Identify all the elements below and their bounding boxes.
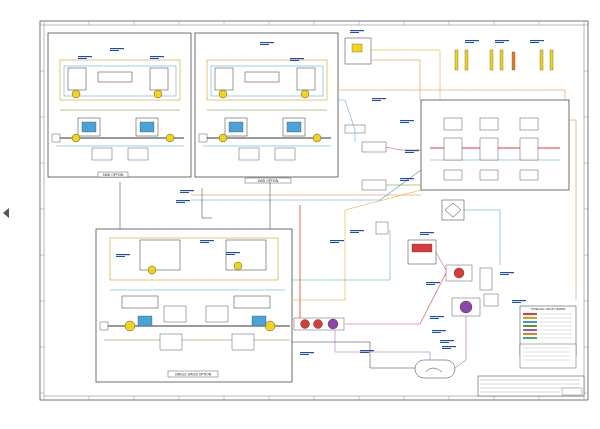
- component-tag: [432, 332, 441, 333]
- component-tag: [400, 178, 414, 180]
- component-tag: [465, 40, 479, 42]
- component-tag: [500, 274, 509, 275]
- component-tag: [176, 202, 185, 203]
- component-tag: [430, 316, 444, 318]
- legend-block: HYDRAULIC CIRCUIT LEGEND: [519, 305, 577, 369]
- component-tag: [420, 234, 429, 235]
- grid-reference-ticks: [40, 21, 588, 400]
- legend-header: HYDRAULIC CIRCUIT LEGEND: [531, 308, 566, 311]
- component-tag: [512, 302, 521, 303]
- component-tag: [530, 42, 539, 43]
- component-tag: [300, 354, 309, 355]
- hydraulic-lines: [119, 49, 577, 369]
- component-tag: [442, 346, 456, 348]
- component-tag: [495, 40, 509, 42]
- component-tag: [430, 318, 439, 319]
- component-tag: [512, 300, 526, 302]
- component-tag: [260, 44, 269, 45]
- panel-top-middle-caption: 4WD OPTION: [258, 179, 279, 183]
- component-tag: [200, 242, 209, 243]
- component-tag: [372, 100, 381, 101]
- component-tag: [300, 352, 314, 354]
- component-tag: [290, 60, 299, 61]
- component-tag: [400, 120, 414, 122]
- reservoir-tank: [414, 359, 456, 379]
- component-tag: [400, 122, 409, 123]
- main-control-valve-bank: [420, 99, 570, 191]
- component-tag: [200, 240, 214, 242]
- title-block: [477, 375, 585, 397]
- component-tag: [420, 232, 434, 234]
- component-tag: [330, 242, 339, 243]
- component-tag: [500, 272, 514, 274]
- component-tag: [116, 254, 130, 256]
- motor-left-icon: [71, 89, 81, 99]
- component-tag: [180, 192, 189, 193]
- component-tag: [260, 42, 274, 44]
- panel-bottom-caption: SINGLE SPEED OPTION: [175, 373, 212, 377]
- component-tag: [495, 42, 504, 43]
- component-tag: [426, 282, 440, 284]
- component-tag: [350, 230, 364, 232]
- component-tag: [440, 340, 454, 342]
- component-tag: [176, 200, 190, 202]
- component-tag: [350, 30, 364, 32]
- component-tag: [465, 42, 474, 43]
- component-tag: [290, 58, 304, 60]
- component-tag: [360, 350, 374, 352]
- center-valve-stack: [344, 37, 465, 265]
- cylinders-top-right: [454, 49, 554, 71]
- panel-bottom-left: SINGLE SPEED OPTION: [95, 228, 293, 383]
- triangle-left-icon: [3, 208, 9, 218]
- component-tag: [110, 48, 124, 50]
- component-tag: [426, 284, 435, 285]
- component-tag: [372, 98, 386, 100]
- component-tag: [226, 254, 235, 255]
- component-tag: [530, 40, 544, 42]
- panel-top-middle: 4WD OPTION: [194, 32, 339, 184]
- component-tag: [110, 50, 119, 51]
- component-tag: [350, 232, 359, 233]
- component-tag: [405, 152, 414, 153]
- component-tag: [78, 56, 92, 58]
- component-tag: [400, 180, 409, 181]
- component-tag: [150, 56, 164, 58]
- motor-right-icon: [153, 89, 163, 99]
- component-tag: [226, 252, 240, 254]
- component-tag: [432, 330, 446, 332]
- component-tag: [180, 190, 194, 192]
- component-tag: [350, 32, 359, 33]
- component-tag: [440, 342, 449, 343]
- component-tag: [360, 352, 369, 353]
- previous-page-button[interactable]: [2, 206, 12, 220]
- panel-top-left-caption: 4WD OPTION: [103, 173, 124, 177]
- component-tags: [78, 30, 544, 355]
- component-tag: [442, 348, 451, 349]
- panel-top-left: 4WD OPTION: [47, 32, 192, 178]
- component-tag: [405, 150, 419, 152]
- component-tag: [78, 58, 87, 59]
- component-tag: [150, 58, 159, 59]
- component-tag: [116, 256, 125, 257]
- component-tag: [330, 240, 344, 242]
- pump-filter-group: [293, 264, 499, 379]
